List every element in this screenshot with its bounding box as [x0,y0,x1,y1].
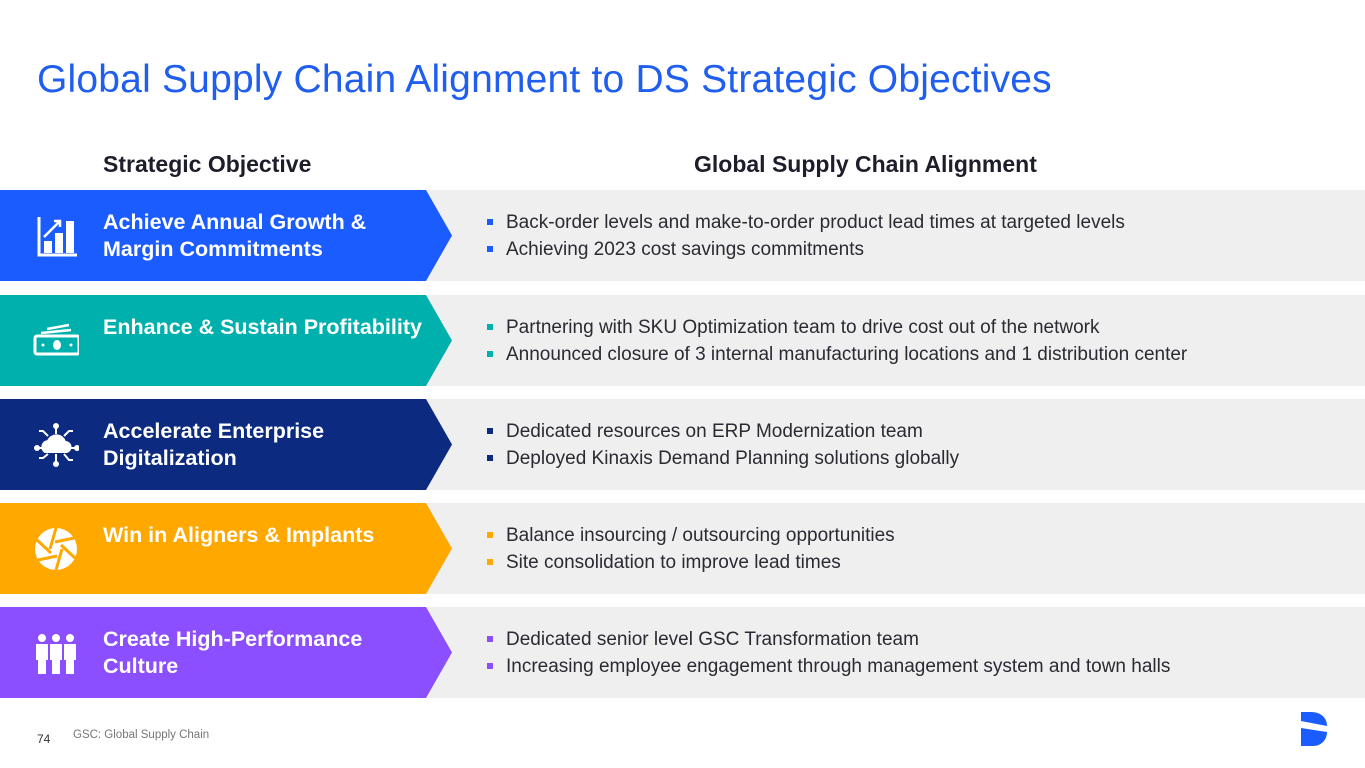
alignment-list: Balance insourcing / outsourcing opportu… [487,522,895,576]
objective-row: Enhance & Sustain Profitability Partneri… [0,295,1365,386]
objective-label: Accelerate Enterprise Digitalization [103,419,325,470]
aperture-icon [33,526,79,572]
page-number: 74 [37,732,51,746]
alignment-bullet: Dedicated resources on ERP Modernization… [487,418,959,445]
cloud-network-icon [33,422,80,468]
objective-label: Win in Aligners & Implants [103,523,375,547]
alignment-list: Dedicated resources on ERP Modernization… [487,418,959,472]
alignment-bullet: Dedicated senior level GSC Transformatio… [487,626,1170,653]
alignment-list: Back-order levels and make-to-order prod… [487,209,1125,263]
column-header-alignment: Global Supply Chain Alignment [694,151,1037,177]
growth-chart-icon [33,213,79,259]
team-icon [33,630,79,676]
alignment-bullet: Achieving 2023 cost savings commitments [487,236,1125,263]
alignment-bullet: Partnering with SKU Optimization team to… [487,314,1187,341]
objective-row: Achieve Annual Growth & Margin Commitmen… [0,190,1365,281]
alignment-list: Partnering with SKU Optimization team to… [487,314,1187,368]
alignment-bullet: Announced closure of 3 internal manufact… [487,341,1187,368]
objective-label: Achieve Annual Growth & Margin Commitmen… [103,210,367,261]
alignment-bullet: Increasing employee engagement through m… [487,653,1170,680]
alignment-bullet: Balance insourcing / outsourcing opportu… [487,522,895,549]
objective-row: Win in Aligners & Implants Balance insou… [0,503,1365,594]
objective-row: Create High-Performance Culture Dedicate… [0,607,1365,698]
alignment-bullet: Deployed Kinaxis Demand Planning solutio… [487,445,959,472]
page-title: Global Supply Chain Alignment to DS Stra… [37,58,1052,101]
objective-row: Accelerate Enterprise Digitalization Ded… [0,399,1365,490]
alignment-bullet: Back-order levels and make-to-order prod… [487,209,1125,236]
footnote: GSC: Global Supply Chain [73,729,210,741]
objective-arrow: Enhance & Sustain Profitability [0,295,452,386]
objective-label: Create High-Performance Culture [103,627,363,678]
objective-arrow: Achieve Annual Growth & Margin Commitmen… [0,190,452,281]
objective-arrow: Create High-Performance Culture [0,607,452,698]
alignment-list: Dedicated senior level GSC Transformatio… [487,626,1170,680]
column-header-objective: Strategic Objective [103,151,312,177]
company-logo [1301,712,1327,746]
objective-arrow: Win in Aligners & Implants [0,503,452,594]
objective-label: Enhance & Sustain Profitability [103,315,422,339]
alignment-bullet: Site consolidation to improve lead times [487,549,895,576]
objective-arrow: Accelerate Enterprise Digitalization [0,399,452,490]
money-icon [33,318,81,364]
